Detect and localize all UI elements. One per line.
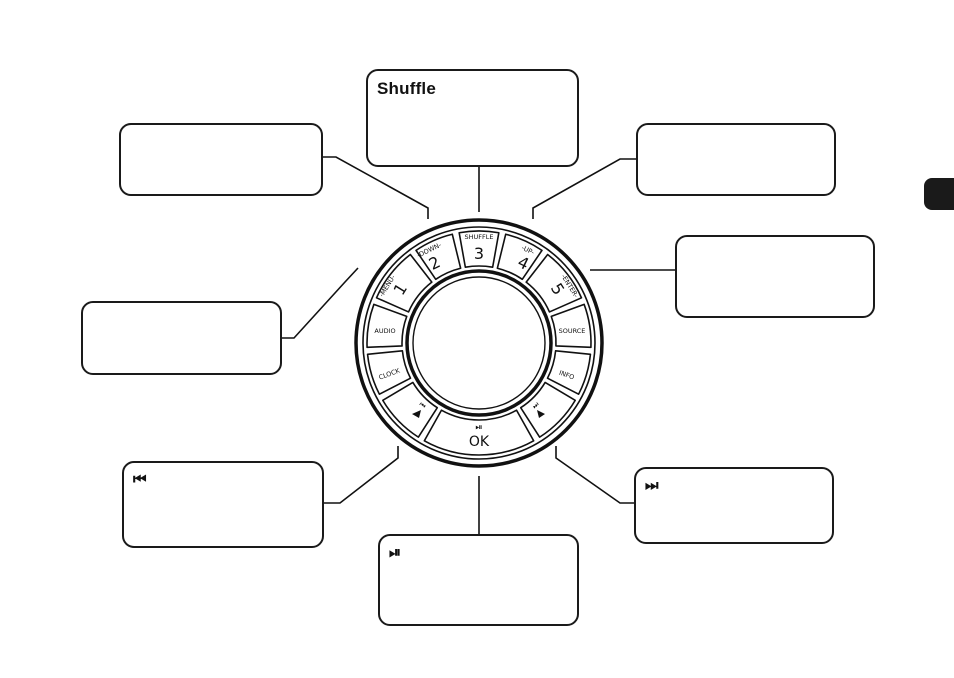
seg-prev[interactable]: [382, 381, 439, 438]
seg-info[interactable]: [546, 349, 592, 395]
dial-center-button[interactable]: [412, 276, 546, 410]
seg-next[interactable]: [519, 381, 576, 438]
seg-up[interactable]: [496, 233, 543, 281]
seg-ok[interactable]: [423, 409, 535, 456]
btn-prev[interactable]: ⏮: [412, 400, 427, 418]
leader-line-prev: [323, 446, 399, 504]
seg-menu[interactable]: [375, 253, 433, 313]
chapter-tab: [924, 178, 954, 210]
seg-shuffle[interactable]: [458, 230, 500, 269]
callout-shuffle-title: Shuffle: [377, 79, 437, 98]
btn-shuffle-top-label: SHUFFLE: [465, 233, 494, 241]
seg-source[interactable]: [550, 303, 592, 349]
leader-line-top-right: [532, 158, 637, 219]
callout-right: [675, 235, 875, 318]
callout-play-pause-title: ⏯: [389, 544, 401, 561]
leader-line-next: [555, 446, 635, 504]
btn-ok-label: OK: [469, 434, 490, 450]
btn-audio[interactable]: AUDIO: [374, 327, 395, 335]
btn-prev-icon: ⏮: [417, 400, 427, 410]
btn-shuffle-number: 3: [474, 244, 484, 263]
seg-clock[interactable]: [366, 349, 412, 395]
callout-left: [81, 301, 282, 375]
leader-line-top-left: [322, 156, 429, 219]
callout-top-left: [119, 123, 323, 196]
btn-ok[interactable]: ⏯ OK: [469, 423, 490, 450]
btn-next[interactable]: ⏭: [531, 400, 545, 418]
btn-source[interactable]: SOURCE: [559, 327, 586, 335]
dial-center-ring: [405, 269, 553, 417]
callout-next-title: ⏭: [645, 477, 658, 494]
callout-shuffle: Shuffle: [366, 69, 579, 167]
seg-enter[interactable]: [525, 253, 583, 313]
btn-ok-icon: ⏯: [475, 423, 482, 433]
seg-audio[interactable]: [366, 303, 408, 349]
callout-play-pause: ⏯: [378, 534, 579, 626]
callout-prev: ⏮: [122, 461, 324, 548]
seg-down[interactable]: [415, 233, 462, 281]
prev-arrow-icon: [412, 410, 421, 418]
next-arrow-icon: [537, 410, 545, 418]
callout-top-right: [636, 123, 836, 196]
leader-lines: [281, 156, 676, 535]
leader-line-left: [281, 267, 359, 339]
callout-next: ⏭: [634, 467, 834, 544]
dial-inner-rim: [362, 226, 596, 460]
control-dial: SHUFFLE 3 -DOWN- 2 -UP- 4 -MENU- 1 -ENTE…: [354, 218, 604, 468]
btn-next-icon: ⏭: [531, 400, 542, 411]
callout-prev-title: ⏮: [133, 471, 146, 488]
btn-shuffle[interactable]: SHUFFLE 3: [465, 233, 494, 263]
